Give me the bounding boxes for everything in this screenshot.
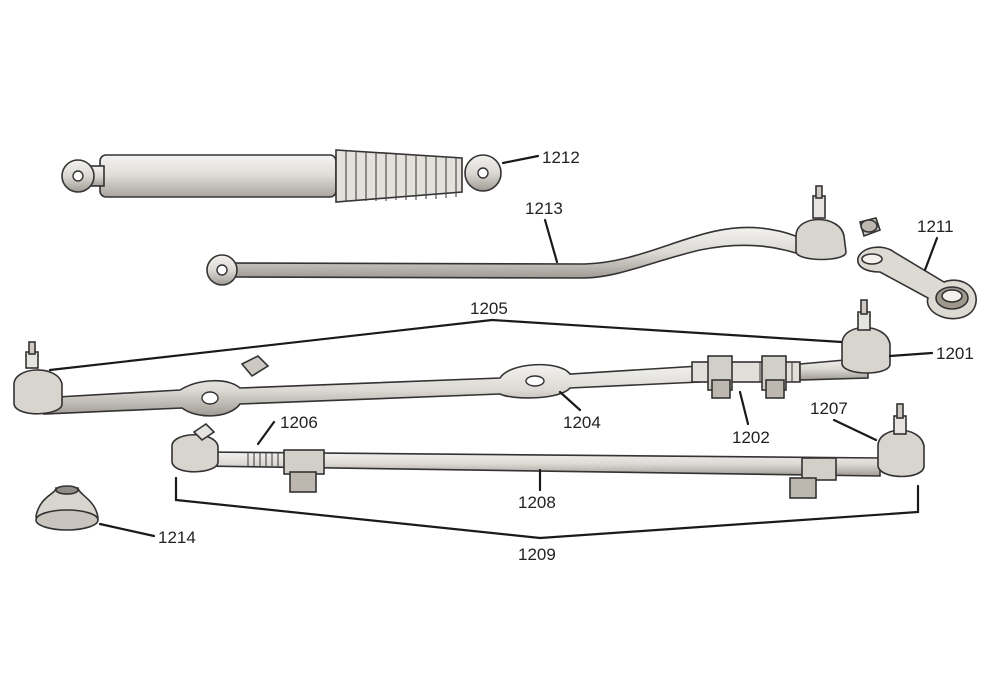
leader-1211	[923, 236, 939, 272]
leader-1214	[98, 522, 156, 538]
leader-1205-left	[48, 318, 494, 372]
pitman-arm	[857, 246, 977, 320]
leader-1205-right	[490, 318, 844, 344]
label-1211: 1211	[917, 217, 954, 236]
leader-1206	[256, 420, 276, 446]
label-1202: 1202	[732, 428, 770, 447]
leader-1204	[558, 390, 582, 412]
label-1208: 1208	[518, 493, 556, 512]
label-1212: 1212	[542, 148, 580, 167]
label-1207: 1207	[810, 399, 848, 418]
label-1204: 1204	[563, 413, 601, 432]
castle-nut	[859, 217, 882, 238]
label-1209: 1209	[518, 545, 556, 564]
tie-rod	[171, 403, 925, 499]
label-1205: 1205	[470, 299, 508, 318]
label-1213: 1213	[525, 199, 563, 218]
leader-1202	[738, 390, 750, 426]
label-1214: 1214	[158, 528, 196, 547]
center-link	[13, 341, 701, 417]
leader-1201	[888, 351, 934, 358]
damper-bellows	[335, 149, 463, 203]
label-1206: 1206	[280, 413, 318, 432]
rubber-boot	[35, 485, 99, 531]
leader-1212	[501, 154, 540, 165]
leader-1213	[543, 218, 559, 264]
drag-link	[206, 185, 847, 286]
tie-rod-end-right	[799, 299, 891, 381]
leader-1209	[174, 476, 920, 540]
steering-damper	[61, 149, 502, 203]
adjusting-sleeve	[691, 355, 801, 399]
label-1201: 1201	[936, 344, 974, 363]
leader-1207	[832, 418, 878, 442]
